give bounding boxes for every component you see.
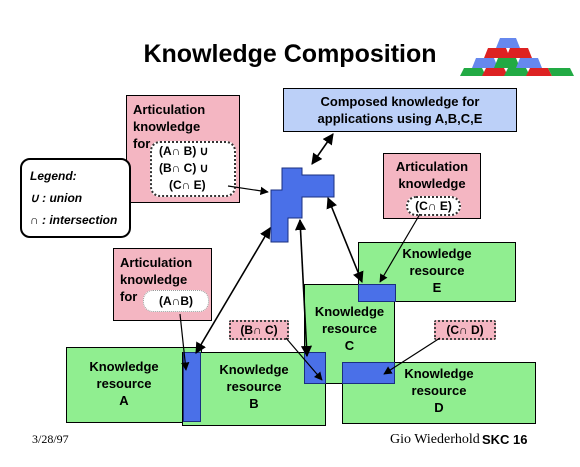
legend-box: Legend: ∪ : union ∩ : intersection	[20, 158, 131, 238]
articulation-ce-expression: (C∩ E)	[406, 196, 461, 216]
expr-bc-union: (B∩ C) ∪	[159, 161, 209, 175]
resource-e-line-2: resource	[409, 263, 465, 278]
resource-a-line-3: A	[119, 393, 129, 408]
composed-knowledge-box: Composed knowledge for applications usin…	[283, 88, 517, 132]
resource-b-box: Knowledge resource B	[182, 352, 326, 426]
footer-author: Gio Wiederhold	[390, 432, 480, 447]
resource-b-line-2: resource	[226, 379, 282, 394]
articulation-ab-expression: (A∩B)	[143, 290, 209, 312]
resource-b-line-1: Knowledge	[219, 362, 289, 377]
resource-c-line-1: Knowledge	[314, 304, 385, 319]
overlap-ce-block	[358, 284, 396, 302]
expr-cd-label: (C∩ D)	[434, 320, 496, 340]
articulation-ab-line-3: for	[120, 289, 138, 304]
page-title: Knowledge Composition	[143, 40, 437, 68]
composed-line-2: applications using A,B,C,E	[317, 111, 483, 126]
articulation-ce-line-1: Articulation	[395, 159, 469, 174]
resource-c-line-2: resource	[322, 321, 377, 336]
legend-intersection: ∩ : intersection	[30, 213, 118, 227]
resource-a-line-1: Knowledge	[89, 359, 159, 374]
legend-union: ∪ : union	[30, 191, 83, 205]
resource-d-line-2: resource	[411, 383, 467, 398]
expr-ce: (C∩ E)	[169, 178, 206, 192]
composed-line-1: Composed knowledge for	[320, 94, 480, 109]
resource-e-line-3: E	[432, 280, 442, 295]
resource-d-box: Knowledge resource D	[342, 362, 536, 424]
articulation-ab-line-2: knowledge	[120, 272, 188, 287]
footer-slide-code: SKC 16	[482, 432, 528, 447]
resource-e-line-1: Knowledge	[402, 246, 472, 261]
resource-d-line-1: Knowledge	[404, 366, 474, 381]
articulation-abce-line-2: knowledge	[133, 119, 201, 134]
articulation-abce-expression: (A∩ B) ∪ (B∩ C) ∪ (C∩ E)	[150, 141, 236, 197]
articulation-abce-line-3: for	[133, 136, 151, 151]
resource-c-line-3: C	[344, 338, 355, 353]
articulation-ab-line-1: Articulation	[120, 255, 193, 270]
expr-ab-union: (A∩ B) ∪	[159, 144, 209, 158]
resource-a-line-2: resource	[96, 376, 152, 391]
legend-title: Legend:	[30, 169, 77, 183]
resource-b-line-3: B	[249, 396, 259, 411]
articulation-ce-line-2: knowledge	[398, 176, 466, 191]
footer-date: 3/28/97	[32, 432, 69, 446]
articulation-abce-line-1: Articulation	[133, 102, 206, 117]
overlap-cd-block	[342, 362, 395, 384]
resource-d-line-3: D	[434, 400, 444, 415]
